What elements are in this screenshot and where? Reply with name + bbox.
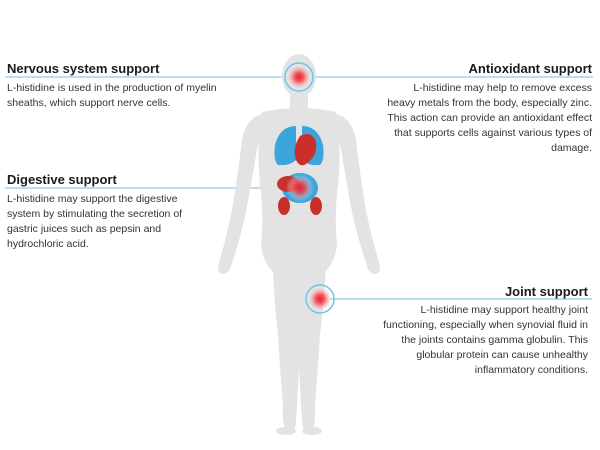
left-foot bbox=[276, 427, 296, 435]
heart bbox=[294, 134, 317, 166]
hotspots bbox=[284, 62, 335, 314]
left-kidney bbox=[278, 197, 290, 215]
right-arm bbox=[334, 114, 380, 274]
left-lung bbox=[274, 126, 296, 166]
antioxidant-description: L-histidine may help to remove excess he… bbox=[387, 82, 592, 154]
joint-heading: Joint support bbox=[504, 284, 588, 299]
digestive-description: L-histidine may support the digestive sy… bbox=[7, 193, 183, 250]
left-leg bbox=[273, 268, 302, 430]
antioxidant-heading: Antioxidant support bbox=[468, 61, 593, 76]
left-arm bbox=[218, 114, 264, 274]
joint-description: L-histidine may support healthy joint fu… bbox=[383, 304, 588, 376]
right-foot bbox=[302, 427, 322, 435]
body-silhouette bbox=[218, 54, 380, 435]
hotspot-knee-ring bbox=[305, 284, 335, 314]
hotspot-stomach bbox=[286, 174, 314, 202]
digestive-heading: Digestive support bbox=[7, 172, 117, 187]
neck bbox=[290, 94, 308, 112]
right-kidney bbox=[310, 197, 322, 215]
hotspot-knee bbox=[307, 286, 333, 312]
nervous-system-heading: Nervous system support bbox=[7, 61, 160, 76]
hotspot-brain bbox=[286, 64, 312, 90]
nervous-system-description: L-histidine is used in the production of… bbox=[7, 82, 217, 109]
leader-lines bbox=[5, 76, 593, 300]
hotspot-brain-ring bbox=[284, 62, 314, 92]
